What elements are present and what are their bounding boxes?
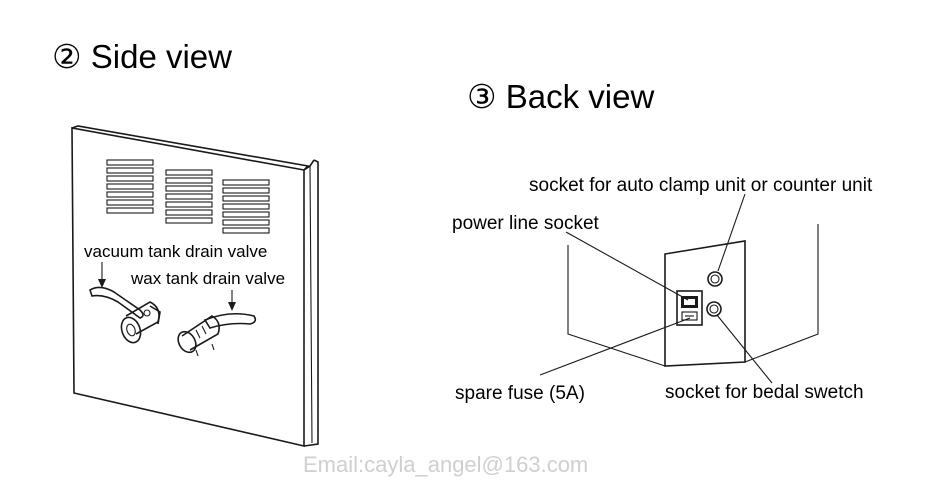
vent-grille-left <box>106 159 154 214</box>
vent-grille-middle <box>165 169 213 224</box>
side-view-title: ② Side view <box>52 38 232 75</box>
pedal-socket-leader <box>716 314 773 384</box>
wax-valve-arrow <box>228 290 236 311</box>
email-watermark: Email:cayla_angel@163.com <box>303 452 588 477</box>
power-socket-leader <box>565 231 689 301</box>
power-line-socket-label: power line socket <box>452 213 600 234</box>
pedal-switch-socket-label: socket for bedal swetch <box>665 382 864 403</box>
vacuum-valve-arrow <box>98 262 106 288</box>
auto-clamp-socket-icon <box>707 271 723 287</box>
vacuum-drain-valve-icon <box>89 286 161 344</box>
vacuum-valve-label: vacuum tank drain valve <box>84 242 267 261</box>
spare-fuse-label: spare fuse (5A) <box>455 383 585 404</box>
auto-clamp-socket-label: socket for auto clamp unit or counter un… <box>529 175 873 196</box>
vent-grille-right <box>222 179 270 234</box>
wax-drain-valve-icon <box>177 312 257 357</box>
fuse-leader <box>539 317 691 376</box>
back-panel-plate <box>664 240 746 367</box>
side-panel <box>71 125 319 448</box>
wax-valve-label: wax tank drain valve <box>130 269 285 288</box>
pedal-switch-socket-icon <box>706 301 722 317</box>
back-housing <box>567 224 819 367</box>
back-view-title: ③ Back view <box>467 78 654 115</box>
auto-clamp-leader <box>717 193 746 272</box>
